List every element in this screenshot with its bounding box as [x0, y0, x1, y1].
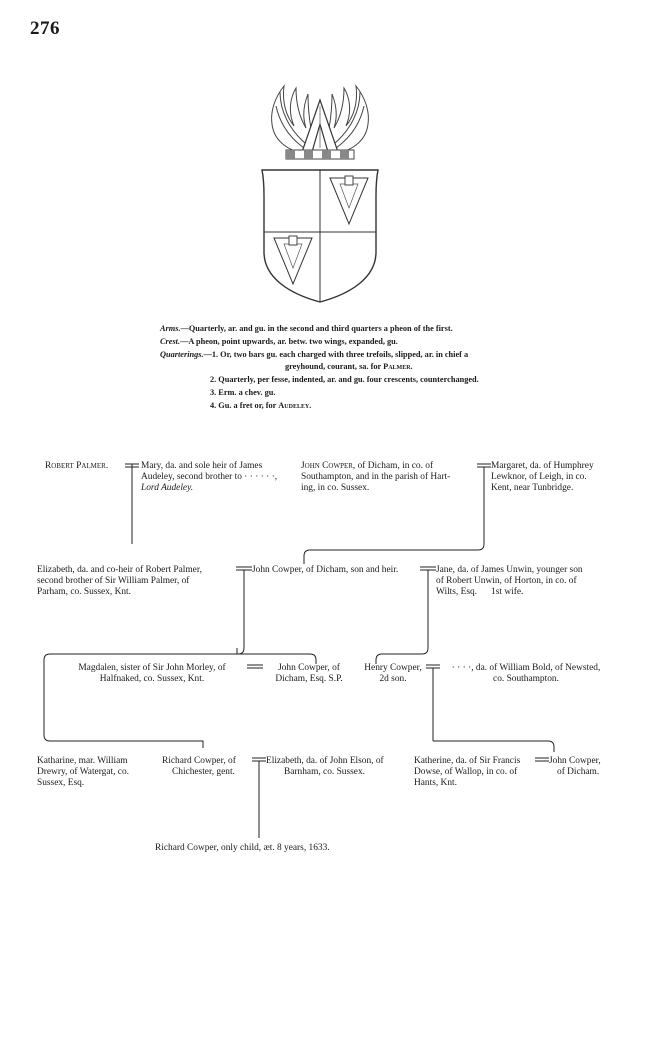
bold-wife: · · · ·, da. of William Bold, of Newsted… [451, 663, 601, 685]
arms-line: Arms.—Quarterly, ar. and gu. in the seco… [160, 324, 453, 333]
jane-unwin: Jane, da. of James Unwin, younger son of… [436, 565, 583, 598]
katharine-drewry: Katharine, mar. William Drewry, of Water… [37, 756, 130, 789]
robert-palmer: Robert Palmer. [45, 461, 109, 471]
quartering-2: 2. Quarterly, per fesse, indented, ar. a… [210, 375, 479, 385]
quartering-4: 4. Gu. a fret or, for Audeley. [210, 400, 312, 410]
john-cowper-senior: John Cowper, of Dicham, in co. of Southa… [301, 461, 451, 494]
quarterings-line: Quarterings.—1. Or, two bars gu. each ch… [160, 349, 469, 359]
shield-icon [261, 169, 379, 303]
john-cowper-sp: John Cowper, of Dicham, Esq. S.P. [275, 663, 343, 685]
katherine-dowse: Katherine, da. of Sir Francis Dowse, of … [414, 756, 521, 789]
crest-line: Crest.—A pheon, point upwards, ar. betw.… [160, 336, 398, 346]
crest-torse-icon [285, 149, 355, 160]
magdalen-morley: Magdalen, sister of Sir John Morley, of … [78, 663, 226, 685]
quarterings-line-cont: greyhound, courant, sa. for Palmer. [285, 362, 413, 372]
elizabeth-elson: Elizabeth, da. of John Elson, of Barnham… [266, 756, 384, 778]
crest-wing-right-icon [327, 84, 369, 155]
john-cowper-dicham: John Cowper, of Dicham. [549, 756, 601, 778]
coat-of-arms-icon [261, 84, 379, 303]
crest-wing-left-icon [271, 84, 313, 155]
richard-cowper-child: Richard Cowper, only child, æt. 8 years,… [155, 843, 330, 853]
elizabeth-palmer: Elizabeth, da. and co-heir of Robert Pal… [37, 565, 202, 598]
page-number: 276 [30, 18, 60, 39]
mary-audeley: Mary, da. and sole heir of James Audeley… [141, 461, 278, 494]
quartering-3: 3. Erm. a chev. gu. [210, 387, 276, 397]
richard-cowper-chichester: Richard Cowper, of Chichester, gent. [162, 756, 236, 778]
john-cowper-heir: John Cowper, of Dicham, son and heir. [252, 565, 399, 575]
henry-cowper: Henry Cowper, 2d son. [364, 663, 422, 685]
margaret-lewknor: Margaret, da. of Humphrey Lewknor, of Le… [491, 461, 594, 494]
arms-blazon: Arms.—Quarterly, ar. and gu. in the seco… [160, 323, 560, 413]
